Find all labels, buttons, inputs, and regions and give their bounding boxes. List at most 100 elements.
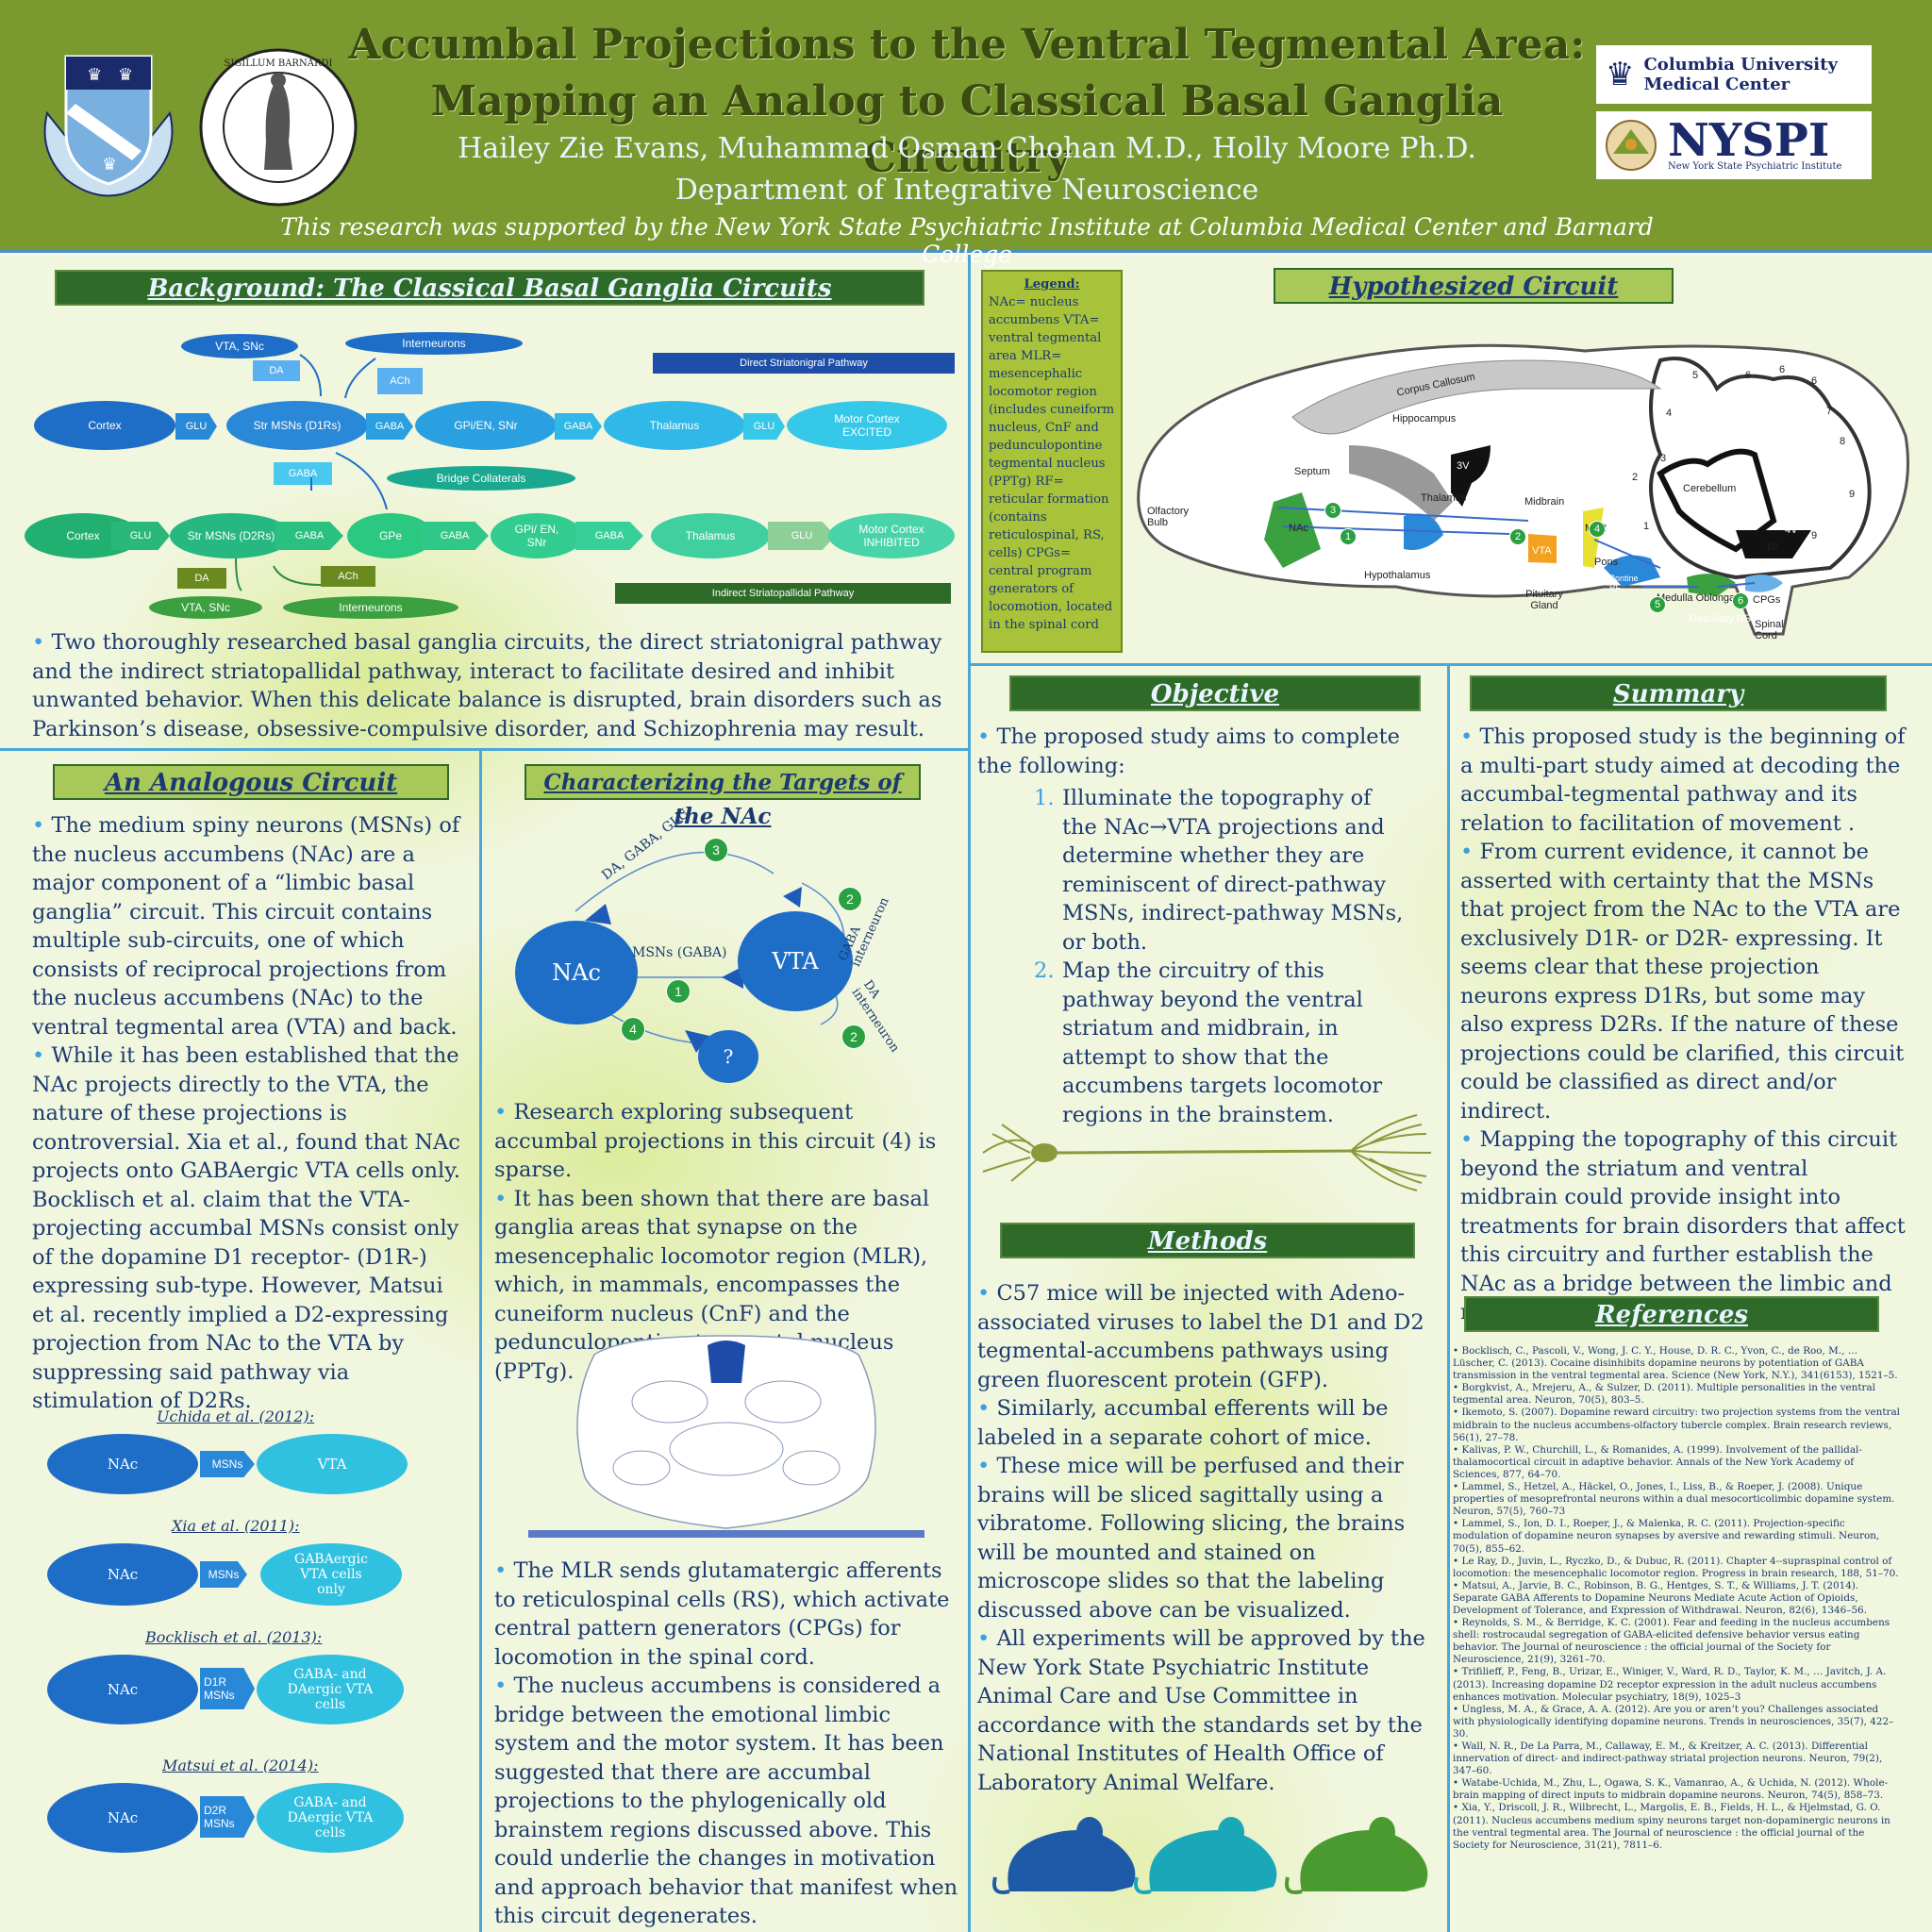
gaba-arrow: GABA (366, 413, 413, 440)
label-cortex-region: 6 (1745, 370, 1752, 381)
svg-text:♛: ♛ (102, 155, 117, 175)
brain-sagittal-diagram (1137, 343, 1909, 636)
pathway-number-6: 6 (1732, 592, 1749, 609)
gpi-node: GPi/EN, SNr (415, 401, 557, 450)
label-thalamus: Thalamus (1421, 492, 1467, 504)
circuit-number-3: 3 (704, 838, 728, 862)
gpe-node: GPe (347, 513, 434, 558)
authors: Hailey Zie Evans, Muhammad Osman Chohan … (458, 132, 1476, 165)
nac-vta-diagram-labels: NAc VTA ? MSNs (GABA) DA, GABA, GLU GABA… (500, 807, 953, 1091)
cumc-line-2: Medical Center (1643, 75, 1790, 94)
reference-item: • Lammel, S., Ion, D. I., Roeper, J., & … (1453, 1518, 1880, 1555)
label-cerebellum: Cerebellum (1683, 483, 1737, 494)
circuit-number-2: 2 (841, 1024, 866, 1049)
reference-item: • Le Ray, D., Juvin, L., Ryczko, D., & D… (1453, 1555, 1899, 1579)
mouse-illustration-blue (992, 1817, 1136, 1894)
direct-pathway-label: Direct Striatonigral Pathway (653, 353, 955, 374)
pathway-number-5: 5 (1649, 596, 1666, 613)
study-target-node: GABA- and DAergic VTA cells (257, 1655, 404, 1724)
da-tag: DA (177, 568, 226, 589)
label-septum: Septum (1294, 466, 1330, 477)
msns-gaba-label: MSNs (GABA) (632, 945, 727, 960)
nyspi-logo: NYSPI New York State Psychiatric Institu… (1596, 111, 1872, 179)
label-pituitary-gland: Pituitary Gland (1525, 589, 1563, 611)
label-cortex-region: 2 (1632, 472, 1639, 483)
vta-snc-node: VTA, SNc (181, 334, 298, 358)
study-arrow: MSNs (200, 1451, 255, 1477)
svg-text:♛: ♛ (87, 65, 102, 85)
study-nac-node: NAc (47, 1655, 198, 1724)
background-heading: Background: The Classical Basal Ganglia … (55, 270, 924, 306)
divider (1447, 664, 1450, 1932)
reference-item: • Ikemoto, S. (2007). Dopamine reward ci… (1453, 1407, 1900, 1443)
barnard-seal-logo: SIGILLUM BARNARDI (199, 48, 358, 207)
circuit-number-4: 4 (621, 1017, 645, 1041)
label-cortex-region: 6 (1811, 375, 1818, 387)
label-medullary-rs: Medullary RS (1689, 613, 1752, 625)
legend-text: NAc= nucleus accumbens VTA= ventral tegm… (989, 295, 1115, 632)
reference-item: • Reynolds, S. M., & Berridge, K. C. (20… (1453, 1617, 1890, 1666)
cumc-line-1: Columbia University (1643, 55, 1838, 75)
glu-arrow: GLU (175, 413, 217, 440)
label-4v: 4V (1594, 470, 1607, 481)
label-vta: VTA (1532, 545, 1552, 557)
diagram-unknown-node: ? (698, 1030, 758, 1083)
study-diagrams: Uchida et al. (2012): NAc MSNs VTA Xia e… (43, 1407, 468, 1917)
study-nac-node: NAc (47, 1783, 198, 1853)
study-arrow: MSNs (200, 1561, 247, 1588)
ach-tag: ACh (377, 368, 423, 394)
reference-item: • Matsui, A., Jarvie, B. C., Robinson, B… (1453, 1579, 1867, 1616)
analogous-text: • The medium spiny neurons (MSNs) of the… (32, 813, 461, 1413)
interneurons-node: Interneurons (345, 332, 523, 355)
reference-item: • Trifilieff, P., Feng, B., Urizar, E., … (1453, 1666, 1887, 1703)
methods-heading: Methods (1000, 1223, 1415, 1258)
da-interneuron-label: DA interneuron (848, 977, 902, 1056)
study-citation: Bocklisch et al. (2013): (145, 1628, 323, 1646)
nyspi-name: NYSPI (1668, 113, 1830, 167)
circuit-number-2: 2 (838, 887, 862, 911)
cortex-node: Cortex (34, 401, 175, 450)
label-corpus-callosum: Corpus Callosum (1395, 371, 1476, 399)
label-hippocampus: Hippocampus (1392, 413, 1457, 425)
str-d1-node: Str MSNs (D1Rs) (226, 401, 368, 450)
reference-item: • Wall, N. R., De La Parra, M., Callaway… (1453, 1740, 1883, 1777)
objective-text: • The proposed study aims to complete th… (977, 723, 1438, 1129)
title-line-1: Accumbal Projections to the Ventral Tegm… (348, 21, 1586, 69)
summary-heading: Summary (1470, 675, 1887, 711)
label-cortex-region: 8 (1840, 436, 1846, 447)
label-medulla-oblongata: Medulla Oblongata (1657, 592, 1744, 604)
gaba-arrow: GABA (275, 522, 343, 550)
methods-text: • C57 mice will be injected with Adeno-a… (977, 1281, 1425, 1795)
gaba-arrow: GABA (575, 522, 643, 550)
glu-arrow: GLU (111, 522, 170, 550)
background-text: • Two thoroughly researched basal gangli… (32, 630, 942, 741)
circuit-number-1: 1 (666, 979, 691, 1004)
reference-item: • Ungless, M. A., & Grace, A. A. (2012).… (1453, 1703, 1894, 1740)
motor-cortex-inhibited-node: Motor Cortex INHIBITED (828, 513, 955, 558)
gaba-interneuron-label: GABA interneuron (836, 895, 892, 970)
analogous-heading: An Analogous Circuit (53, 764, 449, 800)
nyspi-subtitle: New York State Psychiatric Institute (1668, 160, 1842, 172)
gaba-tag: GABA (274, 462, 332, 485)
ach-tag: ACh (321, 566, 375, 587)
study-arrow: D1R MSNs (200, 1668, 255, 1709)
legend-title: Legend: (1024, 277, 1080, 291)
support-note: This research was supported by the New Y… (280, 213, 1654, 268)
objective-item: 1. Illuminate the topography of the NAc→… (1034, 786, 1404, 955)
divider (968, 255, 971, 1932)
reference-item: • Watabe-Uchida, M., Zhu, L., Ogawa, S. … (1453, 1777, 1889, 1802)
label-cortex-region: 3 (1660, 453, 1667, 464)
pathway-number-1: 1 (1340, 528, 1357, 545)
svg-text:♛: ♛ (118, 65, 133, 85)
pathway-number-2: 2 (1509, 528, 1526, 545)
study-nac-node: NAc (47, 1543, 198, 1606)
legend-box: Legend: NAc= nucleus accumbens VTA= vent… (981, 270, 1123, 653)
department: Department of Integrative Neuroscience (675, 174, 1259, 207)
reference-item: • Bocklisch, C., Pascoli, V., Wong, J. C… (1453, 1345, 1898, 1382)
label-4v: 4V (1785, 525, 1798, 536)
diagram-nac-node: NAc (515, 921, 638, 1024)
pathway-number-4: 4 (1589, 521, 1606, 538)
vta-snc-node: VTA, SNc (149, 596, 262, 619)
study-target-node: GABA- and DAergic VTA cells (257, 1783, 404, 1853)
